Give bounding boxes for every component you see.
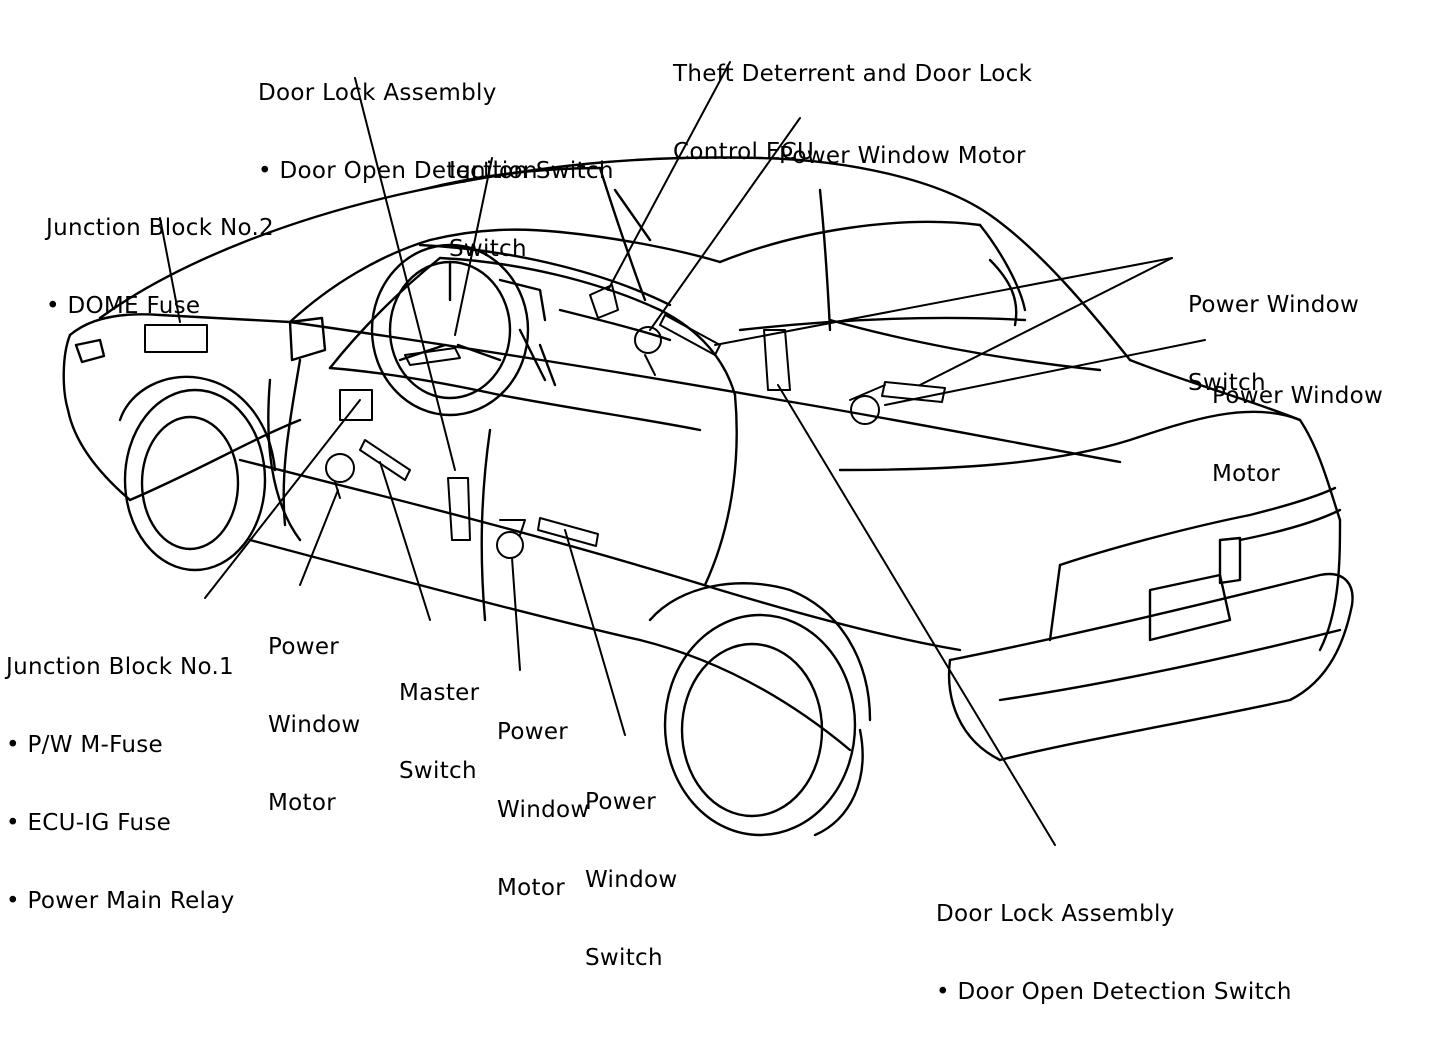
pw-motor-mid-line2: Window: [497, 797, 590, 823]
car-illustration: [62, 61, 1354, 846]
pw-switch-front-line1: Power: [585, 789, 657, 815]
pw-motor-rear-shape: [850, 395, 880, 425]
label-master-switch: Master Switch: [399, 628, 479, 836]
pw-switch-front-line3: Switch: [585, 945, 663, 971]
label-pw-switch-rear: Power Window Switch: [1188, 240, 1359, 448]
pw-motor-mid-line3: Motor: [497, 875, 565, 901]
pw-motor-front-line3: Motor: [268, 790, 336, 816]
door-lock-front-title: Door Lock Assembly: [258, 80, 497, 106]
jb1-item-2: • ECU-IG Fuse: [6, 810, 172, 836]
label-door-lock-front: Door Lock Assembly • Door Open Detection…: [258, 28, 614, 236]
label-ignition-switch: Ignition Switch: [449, 106, 538, 314]
ignition-line2: Switch: [449, 236, 527, 262]
pw-motor-rear-line2: Motor: [1212, 461, 1280, 487]
pw-motor-front-line1: Power: [268, 634, 340, 660]
diagram-stage: Door Lock Assembly • Door Open Detection…: [6, 9, 1383, 1005]
label-pw-motor-top: Power Window Motor: [779, 91, 1026, 221]
label-pw-motor-rear: Power Window Motor: [1212, 331, 1383, 539]
master-switch-line1: Master: [399, 680, 480, 706]
ignition-switch-shape: [404, 347, 461, 366]
door-lock-front-item: • Door Open Detection Switch: [258, 158, 614, 184]
junction-block-1-shape: [339, 389, 373, 421]
pw-motor-top-text: Power Window Motor: [779, 143, 1026, 169]
jb1-title: Junction Block No.1: [6, 654, 234, 680]
label-theft-ecu: Theft Deterrent and Door Lock Control EC…: [673, 9, 1032, 217]
pw-switch-rear-line2: Switch: [1188, 370, 1266, 396]
jb1-item-3: • Power Main Relay: [6, 888, 235, 914]
pw-motor-top-shape: [634, 326, 662, 354]
pw-switch-rear-shape: [881, 381, 946, 403]
label-pw-motor-front: Power Window Motor: [268, 582, 361, 868]
pw-motor-front-line2: Window: [268, 712, 361, 738]
door-lock-rear-item: • Door Open Detection Switch: [936, 979, 1292, 1005]
door-lock-rear-shape: [763, 329, 791, 391]
label-junction-block-1: Junction Block No.1 • P/W M-Fuse • ECU-I…: [6, 602, 235, 966]
ignition-line1: Ignition: [449, 158, 538, 184]
car-body: [62, 156, 1354, 837]
components: [144, 284, 946, 559]
pw-switch-front-shape: [537, 517, 599, 547]
door-lock-rear-title: Door Lock Assembly: [936, 901, 1175, 927]
label-door-lock-rear: Door Lock Assembly • Door Open Detection…: [936, 849, 1292, 1057]
pw-switch-front-line2: Window: [585, 867, 678, 893]
pw-motor-mid-shape: [496, 531, 524, 559]
jb2-item: • DOME Fuse: [46, 293, 201, 319]
theft-ecu-line1: Theft Deterrent and Door Lock: [673, 61, 1033, 87]
label-pw-switch-front: Power Window Switch: [585, 737, 678, 1023]
pw-motor-rear-line1: Power Window: [1212, 383, 1384, 409]
pw-motor-mid-line1: Power: [497, 719, 569, 745]
junction-block-2-shape: [144, 324, 208, 353]
leader-lines: [159, 61, 1206, 846]
master-switch-shape: [359, 439, 411, 481]
door-lock-front-shape: [447, 477, 471, 541]
pw-motor-front-shape: [325, 453, 355, 483]
ecu-shape: [589, 284, 619, 319]
label-junction-block-2: Junction Block No.2 • DOME Fuse: [46, 163, 274, 371]
jb2-title: Junction Block No.2: [46, 215, 274, 241]
master-switch-line2: Switch: [399, 758, 477, 784]
pw-switch-rear-line1: Power Window: [1188, 292, 1360, 318]
theft-ecu-line2: Control ECU: [673, 139, 815, 165]
jb1-item-1: • P/W M-Fuse: [6, 732, 163, 758]
label-pw-motor-mid: Power Window Motor: [497, 667, 590, 953]
